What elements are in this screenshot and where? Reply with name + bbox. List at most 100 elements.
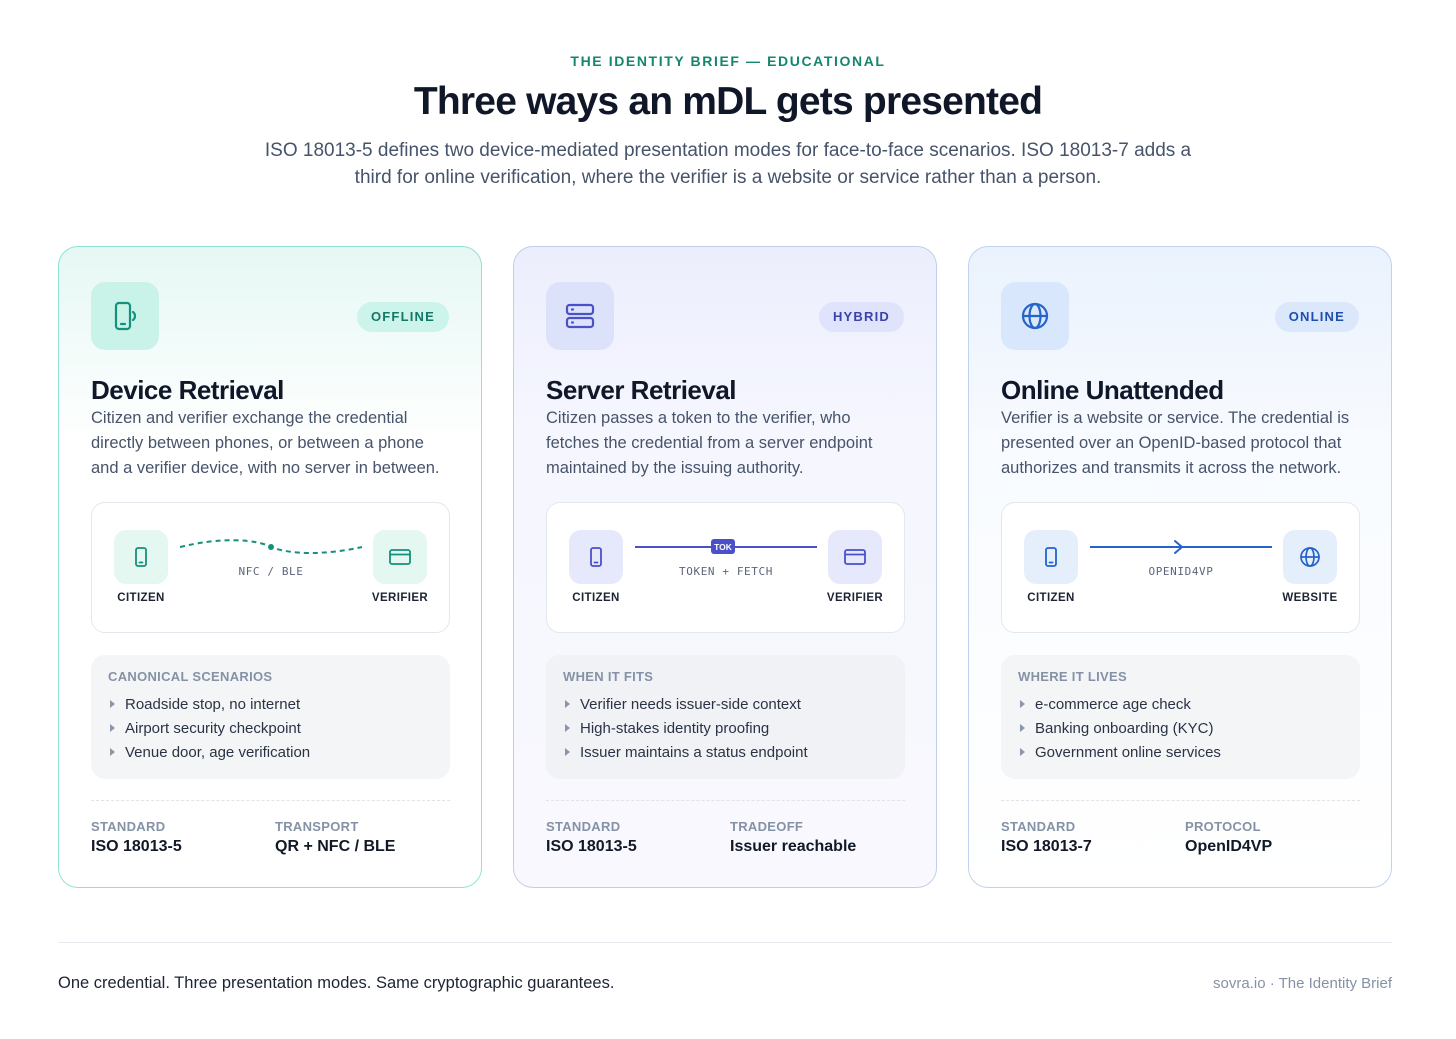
- flow-diagram: TOK TOKEN + FETCH CITIZEN VERIFIER: [546, 502, 905, 633]
- meta-label: TRANSPORT: [275, 819, 359, 834]
- mode-badge: ONLINE: [1274, 302, 1359, 332]
- footer-divider: [58, 942, 1392, 943]
- meta-label: STANDARD: [546, 819, 621, 834]
- divider: [546, 800, 905, 801]
- card-description: Citizen and verifier exchange the creden…: [91, 409, 440, 477]
- list-item-text: Banking onboarding (KYC): [1035, 719, 1214, 737]
- meta-standard: STANDARD ISO 18013-5: [546, 819, 637, 856]
- globe-icon: [1001, 282, 1069, 350]
- bullet-triangle-icon: [1020, 724, 1025, 732]
- meta-label: STANDARD: [1001, 819, 1076, 834]
- meta-label: TRADEOFF: [730, 819, 804, 834]
- list-item-text: Venue door, age verification: [125, 743, 311, 761]
- list-item-text: Verifier needs issuer-side context: [580, 695, 801, 713]
- card-description: Citizen passes a token to the verifier, …: [546, 409, 873, 477]
- token-link: TOK: [635, 539, 817, 554]
- bullet-triangle-icon: [565, 748, 570, 756]
- flow-diagram: NFC / BLE CITIZEN VERIFIER: [91, 502, 450, 633]
- meta-value: QR + NFC / BLE: [275, 838, 396, 855]
- divider: [91, 800, 450, 801]
- scenario-box: WHERE IT LIVES e-commerce age check Bank…: [1001, 655, 1360, 779]
- footer-tagline: One credential. Three presentation modes…: [58, 974, 615, 992]
- bullet-triangle-icon: [565, 700, 570, 708]
- list-item-text: Government online services: [1035, 743, 1221, 761]
- meta-value: OpenID4VP: [1185, 838, 1273, 855]
- card-title: Online Unattended: [1001, 375, 1224, 405]
- meta-value: ISO 18013-5: [91, 838, 182, 855]
- flow-diagram: OPENID4VP CITIZEN WEBSITE: [1001, 502, 1360, 633]
- meta-tradeoff: TRADEOFF Issuer reachable: [730, 819, 856, 856]
- node-label-verifier: VERIFIER: [371, 592, 429, 604]
- node-label-verifier: VERIFIER: [826, 592, 884, 604]
- card-title: Server Retrieval: [546, 375, 737, 405]
- scenario-list: Roadside stop, no internet Airport secur…: [108, 692, 310, 764]
- list-item: Issuer maintains a status endpoint: [563, 740, 808, 764]
- meta-label: STANDARD: [91, 819, 166, 834]
- mode-badge: HYBRID: [818, 302, 904, 332]
- meta-label: PROTOCOL: [1185, 819, 1261, 834]
- list-item: High-stakes identity proofing: [563, 716, 808, 740]
- meta-protocol: PROTOCOL OpenID4VP: [1185, 819, 1272, 856]
- list-item-text: Airport security checkpoint: [125, 719, 301, 737]
- list-item-text: e-commerce age check: [1035, 695, 1191, 713]
- phone-icon: [569, 530, 623, 584]
- card-device-retrieval: OFFLINE Device Retrieval Citizen and ver…: [58, 246, 482, 888]
- list-item: Banking onboarding (KYC): [1018, 716, 1221, 740]
- mode-badge: OFFLINE: [356, 302, 449, 332]
- arrow-link: [1090, 540, 1272, 554]
- phone-wireless-icon: [91, 282, 159, 350]
- card-icon: [828, 530, 882, 584]
- scenario-heading: WHEN IT FITS: [563, 669, 654, 684]
- bullet-triangle-icon: [110, 748, 115, 756]
- server-icon: [546, 282, 614, 350]
- node-label-citizen: CITIZEN: [1027, 592, 1075, 604]
- link-label: OPENID4VP: [1148, 565, 1214, 578]
- meta-value: Issuer reachable: [730, 838, 857, 855]
- scenario-list: Verifier needs issuer-side context High-…: [563, 692, 808, 764]
- scenario-heading: CANONICAL SCENARIOS: [108, 669, 273, 684]
- link-label: NFC / BLE: [238, 565, 304, 578]
- bullet-triangle-icon: [565, 724, 570, 732]
- scenario-list: e-commerce age check Banking onboarding …: [1018, 692, 1221, 764]
- meta-value: ISO 18013-5: [546, 838, 637, 855]
- card-server-retrieval: HYBRID Server Retrieval Citizen passes a…: [513, 246, 937, 888]
- scenario-box: CANONICAL SCENARIOS Roadside stop, no in…: [91, 655, 450, 779]
- page-subtitle: ISO 18013-5 defines two device-mediated …: [264, 140, 1192, 188]
- globe-icon: [1283, 530, 1337, 584]
- phone-icon: [114, 530, 168, 584]
- phone-icon: [1024, 530, 1078, 584]
- meta-transport: TRANSPORT QR + NFC / BLE: [275, 819, 395, 856]
- bullet-triangle-icon: [110, 700, 115, 708]
- list-item: Verifier needs issuer-side context: [563, 692, 808, 716]
- node-label-website: WEBSITE: [1282, 592, 1338, 604]
- eyebrow: THE IDENTITY BRIEF — EDUCATIONAL: [570, 53, 886, 69]
- link-label: TOKEN + FETCH: [679, 565, 773, 578]
- bullet-triangle-icon: [1020, 748, 1025, 756]
- scenario-heading: WHERE IT LIVES: [1018, 669, 1127, 684]
- card-description: Verifier is a website or service. The cr…: [1001, 409, 1350, 477]
- dashed-link: [179, 539, 363, 554]
- list-item: Venue door, age verification: [108, 740, 310, 764]
- card-online-unattended: ONLINE Online Unattended Verifier is a w…: [968, 246, 1392, 888]
- list-item: Airport security checkpoint: [108, 716, 310, 740]
- node-label-citizen: CITIZEN: [117, 592, 165, 604]
- list-item-text: Issuer maintains a status endpoint: [580, 743, 808, 761]
- token-tag: TOK: [714, 542, 733, 552]
- meta-standard: STANDARD ISO 18013-7: [1001, 819, 1092, 856]
- scenario-box: WHEN IT FITS Verifier needs issuer-side …: [546, 655, 905, 779]
- list-item: Roadside stop, no internet: [108, 692, 310, 716]
- bullet-triangle-icon: [1020, 700, 1025, 708]
- page-title: Three ways an mDL gets presented: [413, 80, 1043, 123]
- list-item: e-commerce age check: [1018, 692, 1221, 716]
- list-item-text: High-stakes identity proofing: [580, 719, 770, 737]
- bullet-triangle-icon: [110, 724, 115, 732]
- node-label-citizen: CITIZEN: [572, 592, 620, 604]
- meta-standard: STANDARD ISO 18013-5: [91, 819, 182, 856]
- list-item: Government online services: [1018, 740, 1221, 764]
- card-title: Device Retrieval: [91, 375, 284, 405]
- meta-value: ISO 18013-7: [1001, 838, 1092, 855]
- footer-source: sovra.io · The Identity Brief: [1213, 975, 1392, 992]
- divider: [1001, 800, 1360, 801]
- card-icon: [373, 530, 427, 584]
- list-item-text: Roadside stop, no internet: [125, 695, 301, 713]
